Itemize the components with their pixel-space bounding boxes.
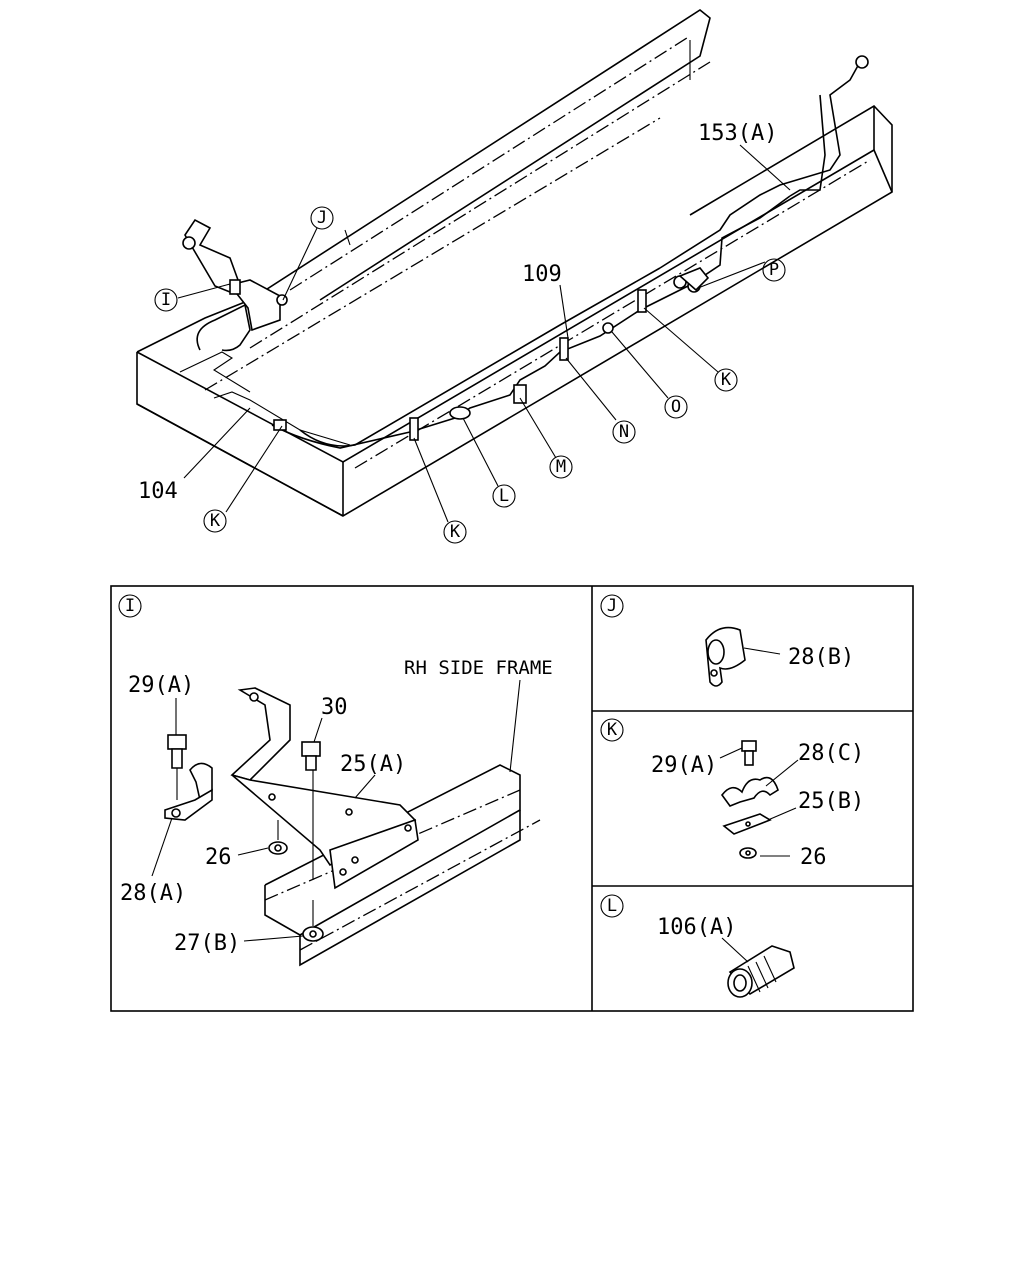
label-28c: 28(C) — [798, 741, 864, 766]
svg-text:J: J — [607, 596, 617, 616]
svg-text:I: I — [125, 596, 135, 616]
callout-M[interactable]: M — [549, 455, 573, 479]
rh-side-frame-label: RH SIDE FRAME — [404, 657, 553, 679]
svg-text:J: J — [317, 208, 327, 228]
label-153a: 153(A) — [698, 121, 777, 146]
label-27b: 27(B) — [174, 931, 240, 956]
callout-K-left[interactable]: K — [203, 509, 227, 533]
panel-J-title: J — [600, 594, 624, 618]
svg-text:N: N — [619, 422, 629, 442]
label-28a: 28(A) — [120, 881, 186, 906]
panel-K: K 29(A) 28(C) 25(B) 26 — [600, 718, 864, 870]
label-29a: 29(A) — [128, 673, 194, 698]
callout-P[interactable]: P — [762, 258, 786, 282]
callout-K-right[interactable]: K — [714, 368, 738, 392]
callout-J[interactable]: J — [310, 206, 334, 230]
panel-I: I RH SIDE FRAME — [118, 594, 553, 967]
label-30: 30 — [321, 695, 348, 720]
detail-panels-frame — [110, 585, 914, 1012]
svg-text:K: K — [450, 522, 461, 542]
svg-text:I: I — [161, 290, 171, 310]
label-k-29a: 29(A) — [651, 753, 717, 778]
label-25a: 25(A) — [340, 752, 406, 777]
label-28b: 28(B) — [788, 645, 854, 670]
panel-K-title: K — [600, 718, 624, 742]
svg-text:K: K — [210, 511, 221, 531]
panel-L-title: L — [600, 894, 624, 918]
svg-text:K: K — [721, 370, 732, 390]
callout-I[interactable]: I — [154, 288, 178, 312]
overview-drawing — [136, 9, 893, 523]
svg-text:P: P — [769, 260, 779, 280]
svg-text:M: M — [556, 457, 566, 477]
svg-text:L: L — [607, 896, 617, 916]
svg-text:L: L — [499, 486, 509, 506]
label-109: 109 — [522, 262, 562, 287]
label-k-26: 26 — [800, 845, 827, 870]
label-104: 104 — [138, 479, 178, 504]
svg-text:K: K — [607, 720, 618, 740]
callout-L[interactable]: L — [492, 484, 516, 508]
label-26: 26 — [205, 845, 232, 870]
panel-L: L 106(A) — [600, 894, 795, 998]
label-106a: 106(A) — [657, 915, 736, 940]
callout-O[interactable]: O — [664, 395, 688, 419]
panel-J: J 28(B) — [600, 594, 854, 687]
callout-N[interactable]: N — [612, 420, 636, 444]
callout-K-center[interactable]: K — [443, 520, 467, 544]
label-25b: 25(B) — [798, 789, 864, 814]
svg-text:O: O — [671, 397, 681, 417]
panel-I-title: I — [118, 594, 142, 618]
